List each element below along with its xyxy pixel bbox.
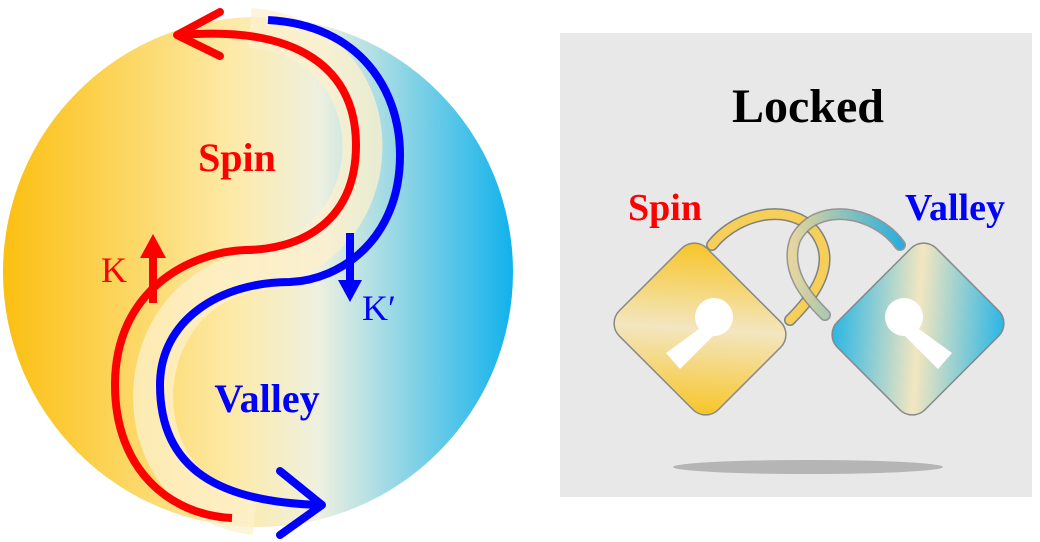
valley-lock-label: Valley <box>905 187 1005 229</box>
valley-path <box>155 16 405 509</box>
k-prime-down-arrow-icon <box>338 233 362 302</box>
locked-panel: Locked Spin Valley <box>560 33 1032 497</box>
k-up-arrow-icon <box>140 234 166 303</box>
spin-path <box>110 29 361 522</box>
valley-lock-icon <box>831 242 1005 416</box>
spin-lock-label: Spin <box>628 187 702 229</box>
shadow <box>673 460 943 474</box>
spin-lock-icon <box>613 242 787 416</box>
yin-yang-diagram: Spin Valley K K′ <box>3 8 513 539</box>
k-label: K <box>101 250 127 290</box>
spin-arrowhead <box>173 8 224 60</box>
k-prime-label: K′ <box>362 288 396 328</box>
locked-title: Locked <box>732 80 884 133</box>
keyhole-icon <box>666 298 733 369</box>
valley-label: Valley <box>214 376 319 421</box>
valley-arrowhead <box>276 467 326 539</box>
cream-band <box>133 8 383 535</box>
spin-label: Spin <box>198 135 276 180</box>
keyhole-icon <box>885 298 952 369</box>
